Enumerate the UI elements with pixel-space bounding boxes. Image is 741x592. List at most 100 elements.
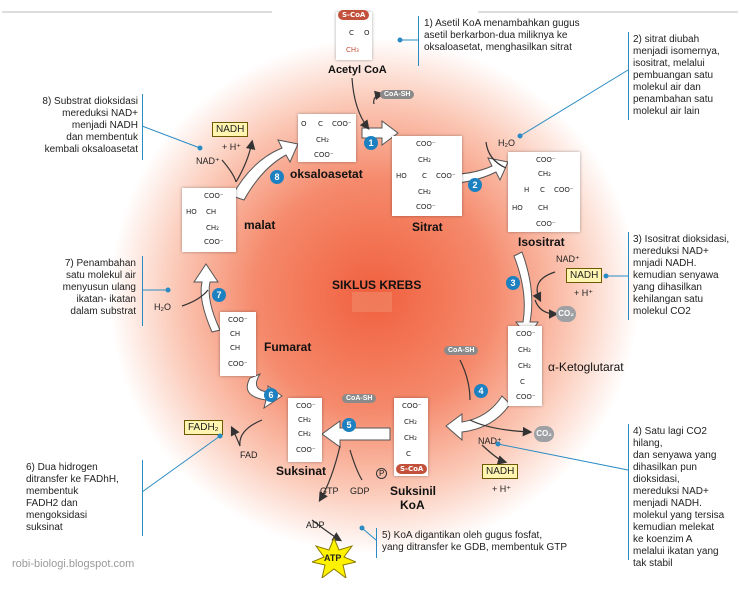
step-1-badge: 1 (364, 136, 378, 150)
ch2-label: CH₂ (418, 188, 431, 196)
ch2-label: CH₂ (404, 418, 417, 426)
ch2-label: CH₂ (206, 224, 219, 232)
coo-label: COO⁻ (554, 186, 574, 194)
ch2-label: CH₂ (518, 362, 531, 370)
co2-bubble: CO₂ (534, 426, 554, 442)
ch-label: CH (206, 208, 217, 216)
carbon-label: C (540, 186, 545, 194)
ch2-label: CH₂ (404, 434, 417, 442)
ch2-label: CH₂ (518, 346, 531, 354)
isositrat-structure: COO⁻ CH₂ H C COO⁻ HO CH COO⁻ (508, 152, 580, 232)
ketoglutarat-label: α-Ketoglutarat (548, 360, 624, 374)
nadh-box: NADH (212, 122, 249, 137)
oxygen-label: O (301, 120, 307, 128)
s-coa-tag: S-CoA (396, 464, 428, 474)
note-step-4: 4) Satu lagi CO2 hilang,dan senyawa yang… (633, 426, 725, 569)
ketoglutarat-structure: COO⁻ CH₂ CH₂ C COO⁻ (508, 326, 542, 406)
nad-plus-label: NAD⁺ (478, 436, 502, 446)
coo-label: COO⁻ (416, 140, 436, 148)
fumarat-label: Fumarat (264, 340, 312, 354)
suksinil-label: Suksinil (390, 484, 437, 498)
ho-label: HO (512, 204, 523, 212)
coo-label: COO⁻ (516, 330, 536, 338)
note-8-bar (142, 94, 143, 160)
step-6-badge: 6 (264, 388, 278, 402)
carbon-label: C (406, 450, 411, 458)
atp-label: ATP (324, 553, 342, 563)
methyl-label: CH₃ (346, 46, 359, 54)
gtp-label: GTP (320, 486, 339, 496)
note-1-bar (418, 16, 419, 66)
gdp-label: GDP (350, 486, 370, 496)
note-4-bar (628, 424, 629, 560)
h-plus-label: + H⁺ (574, 288, 594, 298)
nad-plus-label: NAD⁺ (556, 254, 580, 264)
step-2-badge: 2 (468, 178, 482, 192)
ch2-label: CH₂ (298, 430, 311, 438)
koa-label: KoA (400, 498, 425, 512)
h-plus-label: + H⁺ (222, 142, 242, 152)
ch2-label: CH₂ (316, 136, 329, 144)
coo-label: COO⁻ (536, 156, 556, 164)
coa-sh-tag: CoA-SH (444, 346, 479, 355)
ho-label: HO (186, 208, 197, 216)
ch2-label: CH₂ (538, 170, 551, 178)
coo-label: COO⁻ (314, 151, 334, 159)
coo-label: COO⁻ (436, 172, 456, 180)
note-5-bar (376, 528, 377, 558)
h2o-label: H₂O (154, 302, 171, 312)
note-2-bar (628, 32, 629, 120)
acetyl-coa-structure: S-CoA C O CH₃ (336, 10, 372, 60)
coo-label: COO⁻ (228, 360, 248, 368)
note-7-bar (142, 256, 143, 326)
fumarat-structure: COO⁻ CH CH COO⁻ (220, 312, 256, 376)
acetyl-coa-label: Acetyl CoA (328, 64, 387, 76)
ch2-label: CH₂ (418, 156, 431, 164)
co2-bubble: CO₂ (556, 306, 576, 322)
h-label: H (524, 186, 530, 194)
oksaloasetat-structure: O C COO⁻ CH₂ COO⁻ (298, 114, 356, 162)
coo-label: COO⁻ (204, 192, 224, 200)
step-8-badge: 8 (270, 170, 284, 184)
s-coa-tag: S-CoA (338, 10, 370, 20)
carbon-label: C (422, 172, 427, 180)
h2o-label: H₂O (498, 138, 515, 148)
fad-label: FAD (240, 450, 258, 460)
ch-label: CH (230, 344, 241, 352)
malat-label: malat (244, 218, 276, 232)
step-7-badge: 7 (212, 288, 226, 302)
coo-label: COO⁻ (402, 402, 422, 410)
step-5-badge: 5 (342, 418, 356, 432)
nadh-box: NADH (482, 464, 519, 479)
oksaloasetat-label: oksaloasetat (290, 167, 363, 181)
step-3-badge: 3 (506, 276, 520, 290)
suksinat-label: Suksinat (276, 464, 327, 478)
cycle-title: SIKLUS KREBS (332, 278, 422, 292)
isositrat-label: Isositrat (518, 235, 565, 249)
pi-label: P (376, 468, 388, 479)
coo-label: COO⁻ (536, 220, 556, 228)
note-step-5: 5) KoA digantikan oleh gugus fosfat,yang… (382, 530, 568, 553)
coo-label: COO⁻ (228, 316, 248, 324)
carbon-label: C (318, 120, 323, 128)
suksinat-structure: COO⁻ CH₂ CH₂ COO⁻ (288, 398, 322, 462)
fadh2-box: FADH₂ (184, 420, 223, 435)
coo-label: COO⁻ (332, 120, 352, 128)
h-plus-label: + H⁺ (492, 484, 512, 494)
coo-label: COO⁻ (516, 393, 536, 401)
malat-structure: COO⁻ HO CH CH₂ COO⁻ (182, 188, 236, 252)
note-3-bar (628, 232, 629, 320)
coa-sh-tag: CoA-SH (380, 90, 415, 99)
coa-sh-tag: CoA-SH (342, 394, 377, 403)
sitrat-structure: COO⁻ CH₂ HO C COO⁻ CH₂ COO⁻ (392, 136, 462, 216)
note-6-bar (142, 460, 143, 536)
ch-label: CH (538, 204, 549, 212)
ch-label: CH (230, 330, 241, 338)
